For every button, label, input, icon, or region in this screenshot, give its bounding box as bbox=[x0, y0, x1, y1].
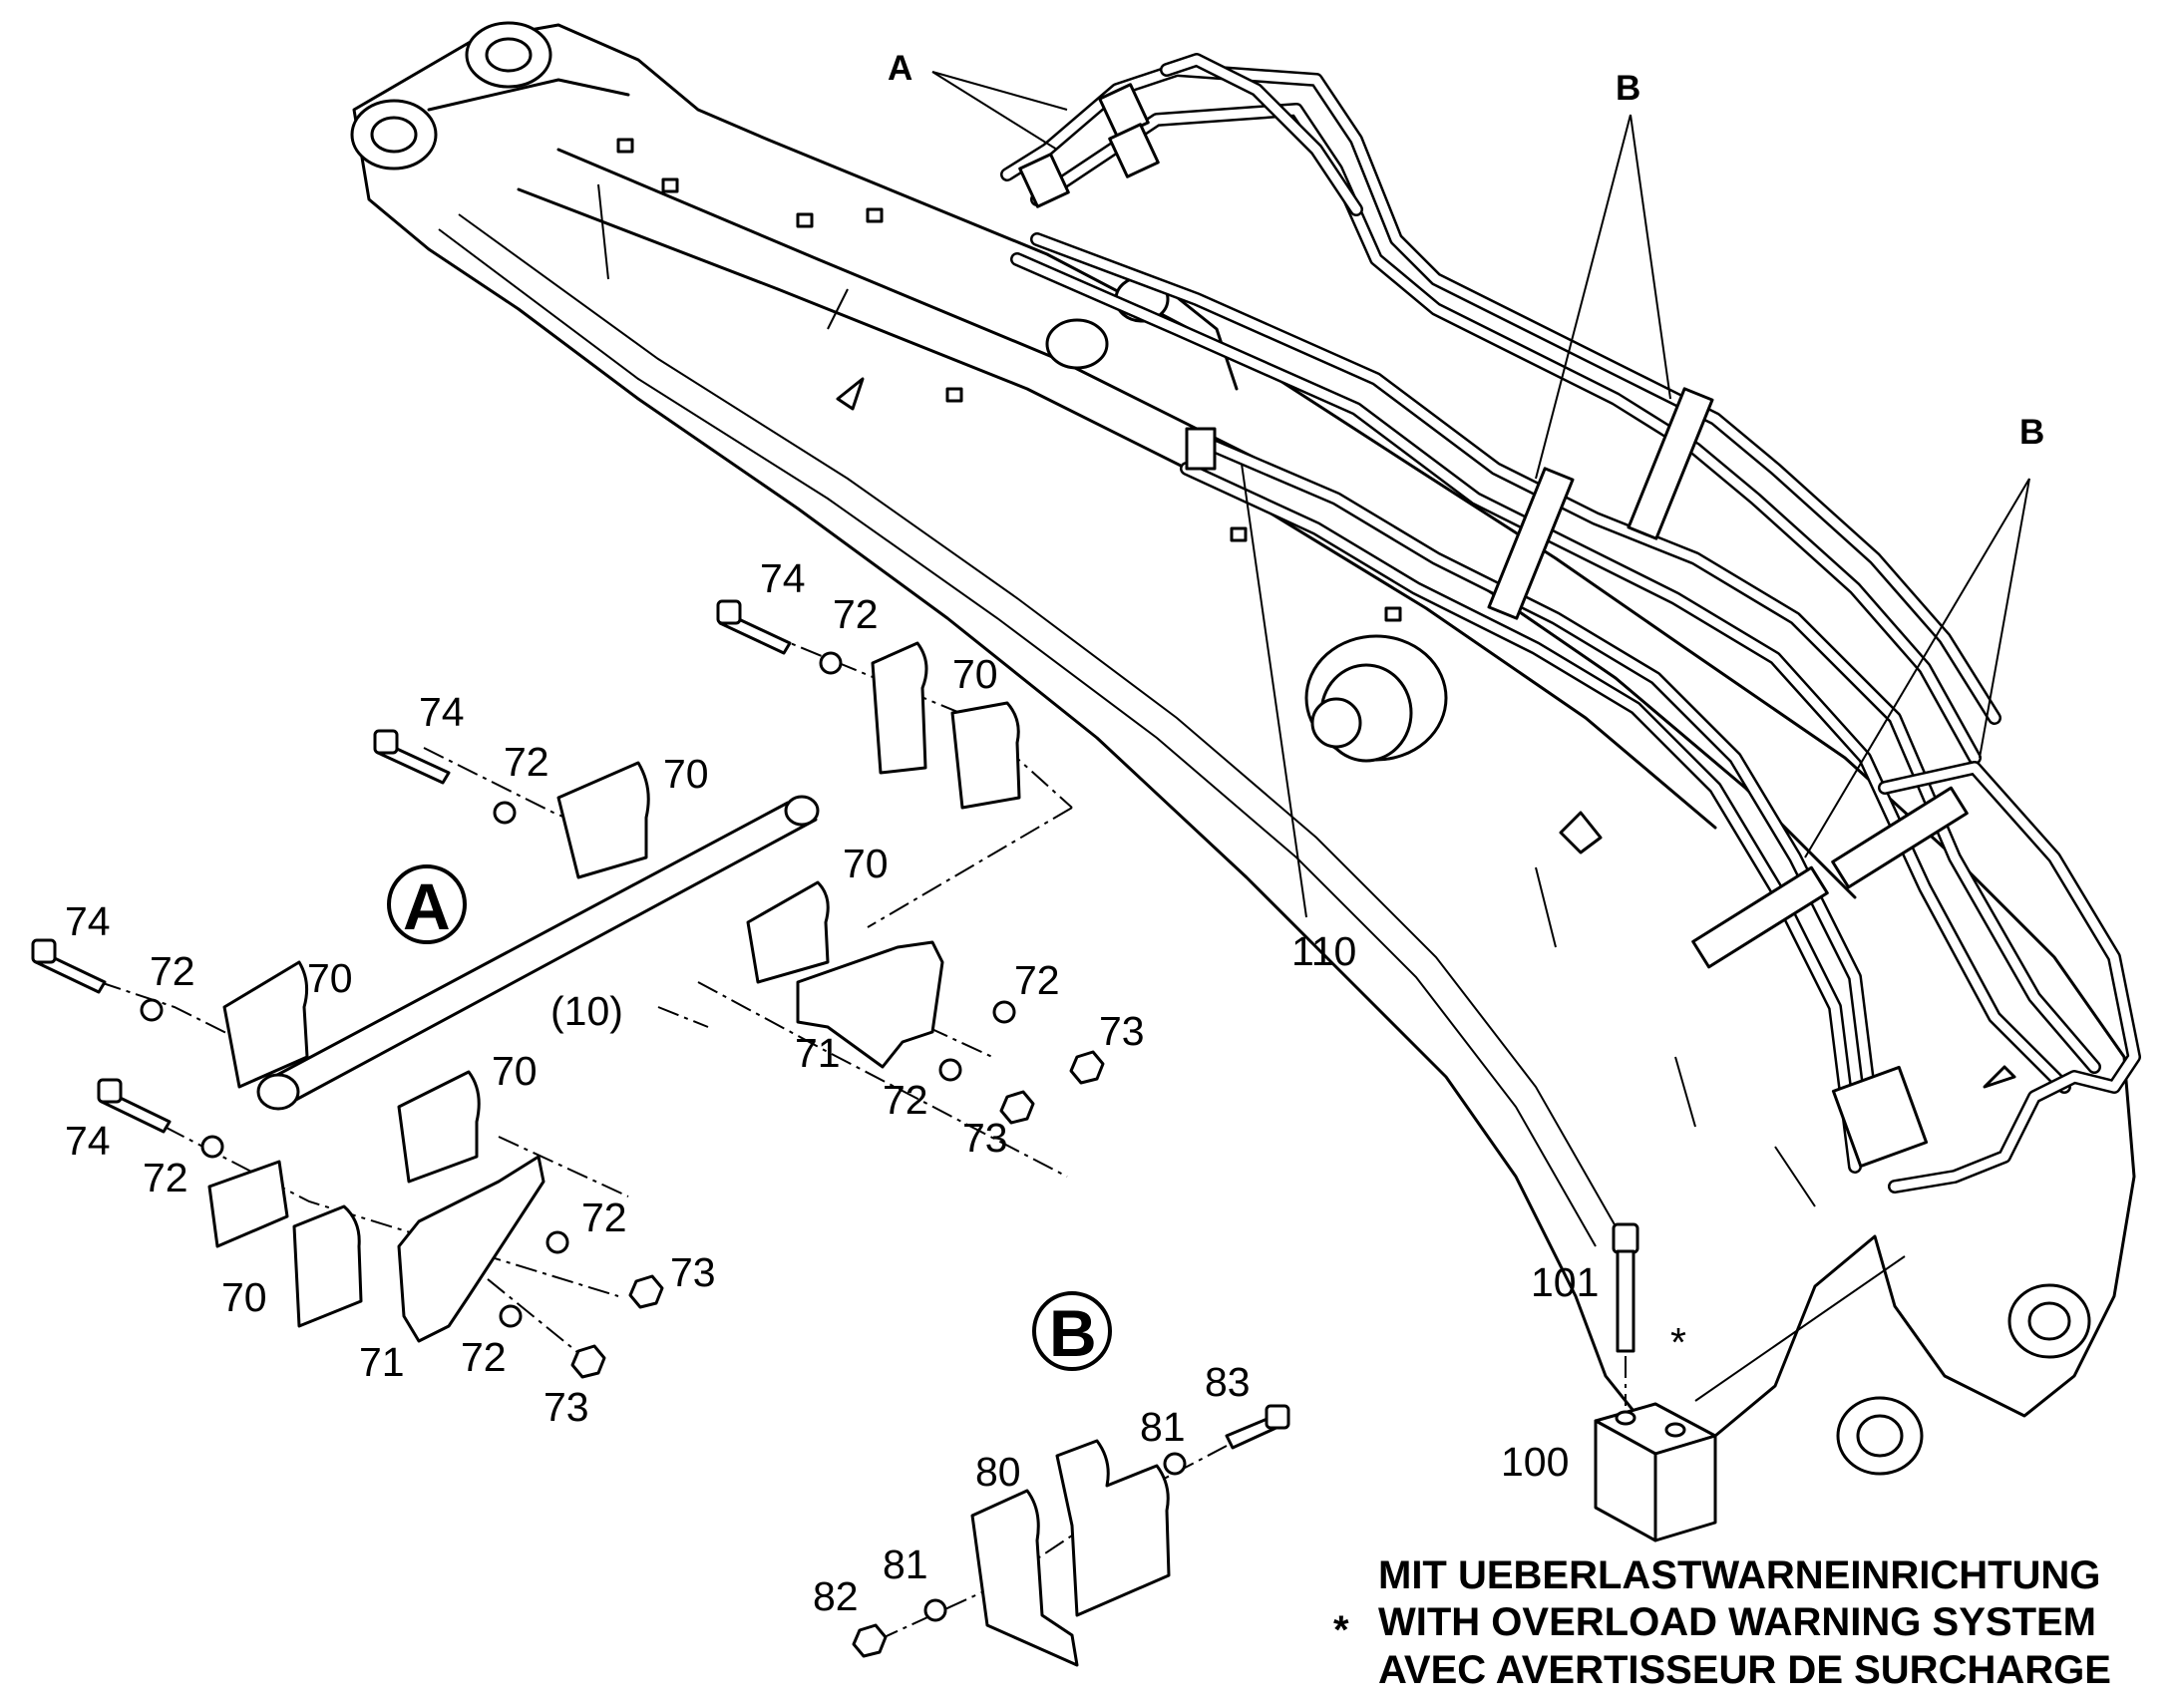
callout-b-top: B bbox=[1616, 69, 1640, 108]
callout-110: 110 bbox=[1291, 928, 1356, 974]
label-101: 101 bbox=[1531, 1259, 1599, 1305]
boom-arm bbox=[350, 21, 2136, 1476]
bolt-74-left bbox=[31, 938, 107, 994]
label-asterisk-sensor: * bbox=[1670, 1319, 1686, 1365]
label-73-r1: 73 bbox=[1099, 1008, 1145, 1054]
label-74-low: 74 bbox=[65, 1118, 111, 1164]
label-73-r2: 73 bbox=[962, 1115, 1008, 1161]
label-74-mid: 74 bbox=[419, 689, 465, 735]
label-81-l: 81 bbox=[883, 1541, 928, 1587]
label-72-b2: 72 bbox=[461, 1334, 507, 1380]
label-70-mid: 70 bbox=[663, 751, 709, 797]
label-72-mid: 72 bbox=[504, 739, 549, 785]
label-72-top: 72 bbox=[833, 591, 879, 637]
bolt-74-mid bbox=[373, 729, 451, 785]
label-73-b1: 73 bbox=[670, 1249, 716, 1295]
label-82: 82 bbox=[813, 1573, 859, 1619]
label-81-r: 81 bbox=[1140, 1404, 1186, 1450]
label-74-left: 74 bbox=[65, 898, 111, 944]
overload-sensor: 101 100 * bbox=[1501, 1222, 1717, 1542]
label-100: 100 bbox=[1501, 1439, 1569, 1485]
hydraulic-lines bbox=[1000, 53, 2141, 1194]
label-10: (10) bbox=[550, 988, 623, 1034]
detail-b-marker: B bbox=[1049, 1296, 1097, 1370]
label-72-b1: 72 bbox=[581, 1195, 627, 1240]
detail-b-marker-circle bbox=[1032, 1291, 1112, 1371]
callout-b-right: B bbox=[2019, 413, 2044, 452]
label-72-r2: 72 bbox=[883, 1077, 928, 1123]
callout-leaders bbox=[931, 71, 2030, 1402]
label-71-r: 71 bbox=[795, 1030, 841, 1076]
detail-a-marker: A bbox=[403, 869, 451, 943]
label-83: 83 bbox=[1205, 1359, 1251, 1405]
label-80: 80 bbox=[975, 1449, 1021, 1495]
callout-a-top: A bbox=[888, 49, 912, 88]
detail-b: B 83 81 80 81 82 bbox=[813, 1291, 1290, 1667]
footnote-line-fr: AVEC AVERTISSEUR DE SURCHARGE bbox=[1378, 1648, 2111, 1692]
label-74-top: 74 bbox=[760, 555, 806, 601]
label-71-b: 71 bbox=[359, 1339, 405, 1385]
label-72-low: 72 bbox=[143, 1155, 188, 1200]
label-70-top: 70 bbox=[952, 651, 998, 697]
footnote-line-de: MIT UEBERLASTWARNEINRICHTUNG bbox=[1378, 1553, 2100, 1597]
label-70-left: 70 bbox=[307, 955, 353, 1001]
label-70-low: 70 bbox=[492, 1048, 538, 1094]
footnote: * MIT UEBERLASTWARNEINRICHTUNG WITH OVER… bbox=[1333, 1553, 2111, 1692]
detail-a-marker-circle bbox=[387, 864, 467, 944]
footnote-asterisk: * bbox=[1333, 1608, 1349, 1652]
label-73-b2: 73 bbox=[544, 1384, 589, 1430]
detail-a: A bbox=[31, 555, 1145, 1430]
label-72-left: 72 bbox=[150, 948, 195, 994]
bolt-74-top bbox=[716, 599, 792, 655]
label-70-low2: 70 bbox=[221, 1274, 267, 1320]
footnote-line-en: WITH OVERLOAD WARNING SYSTEM bbox=[1378, 1600, 2096, 1644]
label-70-mid2: 70 bbox=[843, 841, 889, 886]
bolt-74-low bbox=[97, 1078, 172, 1134]
label-72-r1: 72 bbox=[1014, 957, 1060, 1003]
